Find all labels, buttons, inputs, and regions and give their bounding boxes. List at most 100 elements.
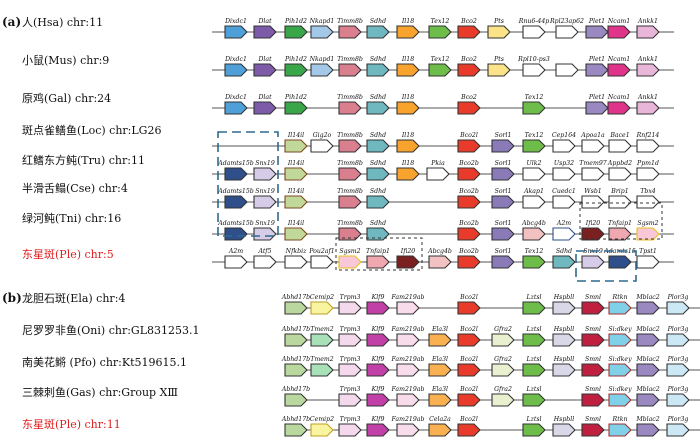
- gene-klf9: Klf9: [366, 326, 390, 347]
- gene-arrow: [552, 167, 576, 181]
- gene-pts: Pts: [487, 56, 511, 77]
- gene-sdhd: Sdhd: [366, 188, 390, 209]
- gene-arrow: [636, 195, 660, 209]
- gene-ela3l: Ela3l: [428, 326, 452, 347]
- gene-arrow: [284, 25, 308, 39]
- gene-arrow: [608, 301, 632, 315]
- gene-label: Ela3l: [431, 326, 448, 333]
- gene-tnfaip1: Tnfaip1: [366, 248, 390, 269]
- gene-arrow: [552, 333, 576, 347]
- gene-sorl1: Sorl1: [491, 188, 515, 209]
- gene-dlat: Dlat: [253, 94, 277, 115]
- gene-timm8b: Timm8b: [337, 220, 363, 241]
- gene-label: Bco2b: [458, 160, 479, 167]
- gene-sorl1: Sorl1: [491, 220, 515, 241]
- gene-arrow: [284, 301, 308, 315]
- gene-label: Lztsl: [525, 386, 541, 393]
- gene-dlat: Dlat: [253, 18, 277, 39]
- gene-arrow: [224, 63, 248, 77]
- gene-arrow: [522, 167, 546, 181]
- gene-label: Trpm3: [340, 356, 361, 363]
- gene-label: Gig2o: [313, 132, 332, 139]
- gene-label: Sorl1: [495, 220, 512, 227]
- gene-label: Sorl1: [495, 188, 512, 195]
- gene-label: Ncam1: [607, 94, 630, 101]
- gene-arrow: [396, 423, 420, 437]
- gene-arrow: [284, 255, 308, 269]
- gene-arrow: [338, 393, 362, 407]
- gene-label: Abhd17b: [281, 386, 310, 393]
- gene-label: Tex12: [525, 132, 544, 139]
- gene-arrow: [636, 167, 660, 181]
- gene-adamts15b: Adamts15b: [217, 160, 254, 181]
- gene-arrow: [636, 363, 660, 377]
- gene-sdhd: Sdhd: [366, 220, 390, 241]
- gene-arrow: [608, 167, 632, 181]
- gene-tnfaip1: Tnfaip1: [608, 220, 632, 241]
- gene-appbd2: Appbd2: [607, 160, 632, 181]
- gene-label: Hspbll: [553, 356, 574, 363]
- gene-arrow: [428, 255, 452, 269]
- gene-label: Ppm1d: [636, 160, 659, 167]
- gene-arrow: [284, 167, 308, 181]
- gene-tex12: Tex12: [522, 132, 546, 153]
- gene-label: Cep164: [552, 132, 576, 139]
- gene-arrow: [428, 363, 452, 377]
- gene-label: Bco2l: [459, 294, 478, 301]
- gene-label: Dixdc1: [224, 18, 247, 25]
- gene-label: Plor3g: [667, 326, 689, 333]
- gene-label: Tpst1: [639, 248, 657, 255]
- gene-lztsl: Lztsl: [522, 416, 546, 437]
- gene-arrow: [666, 333, 690, 347]
- gene-label: Plor3g: [667, 386, 689, 393]
- gene-smnl: Smnl: [581, 386, 605, 407]
- gene-cep164: Cep164: [552, 132, 576, 153]
- gene-label: Ifi20: [585, 220, 601, 227]
- gene-arrow: [284, 139, 308, 153]
- gene-label: Bco2b: [458, 248, 479, 255]
- gene-arrow: [253, 167, 277, 181]
- gene-label: Hspbll: [553, 416, 574, 423]
- gene-label: Dixdc1: [224, 56, 247, 63]
- gene-pih1d2: Pih1d2: [284, 94, 308, 115]
- gene-sdhd: Sdhd: [366, 56, 390, 77]
- gene-trpm3: Trpm3: [338, 416, 362, 437]
- gene-label: Akap1: [523, 188, 544, 195]
- panel-a-label: (a): [2, 15, 21, 29]
- gene-plor3g: Plor3g: [666, 356, 690, 377]
- gene-label: Nkapd1: [309, 56, 335, 63]
- gene-arrow: [457, 167, 481, 181]
- gene-label: Bco2: [460, 56, 477, 63]
- highlight-boxes: [217, 131, 663, 282]
- gene-hspbll: Hspbll: [552, 326, 576, 347]
- gene-label: Fam219ab: [391, 356, 425, 363]
- gene-label: Smnl: [585, 294, 601, 301]
- gene-arrow: [253, 101, 277, 115]
- gene-dixdc1: Dixdc1: [224, 18, 248, 39]
- gene-bco2l: Bco2l: [457, 132, 481, 153]
- gene-arrow: [522, 63, 546, 77]
- gene-label: Mblac2: [635, 326, 659, 333]
- species-label: 东星斑(Ple) chr:11: [22, 418, 121, 431]
- gene-arrow: [491, 255, 515, 269]
- gene-arrow: [310, 25, 334, 39]
- gene-label: Adamts15b: [217, 220, 254, 227]
- gene-label: Gfra2: [494, 356, 512, 363]
- gene-arrow: [522, 195, 546, 209]
- gene-arrow: [552, 139, 576, 153]
- gene-label: Cemip2: [310, 416, 334, 423]
- gene-arrow: [396, 333, 420, 347]
- gene-label: Plet1: [588, 56, 605, 63]
- gene-arrow: [284, 333, 308, 347]
- gene-sdhd: Sdhd: [366, 18, 390, 39]
- gene-arrow: [491, 139, 515, 153]
- gene-arrow: [428, 423, 452, 437]
- gene-label: Pih1d2: [284, 56, 307, 63]
- gene-arrow: [636, 227, 660, 241]
- gene-arrow: [522, 101, 546, 115]
- gene-unnamed: [555, 63, 579, 77]
- gene-arrow: [636, 139, 660, 153]
